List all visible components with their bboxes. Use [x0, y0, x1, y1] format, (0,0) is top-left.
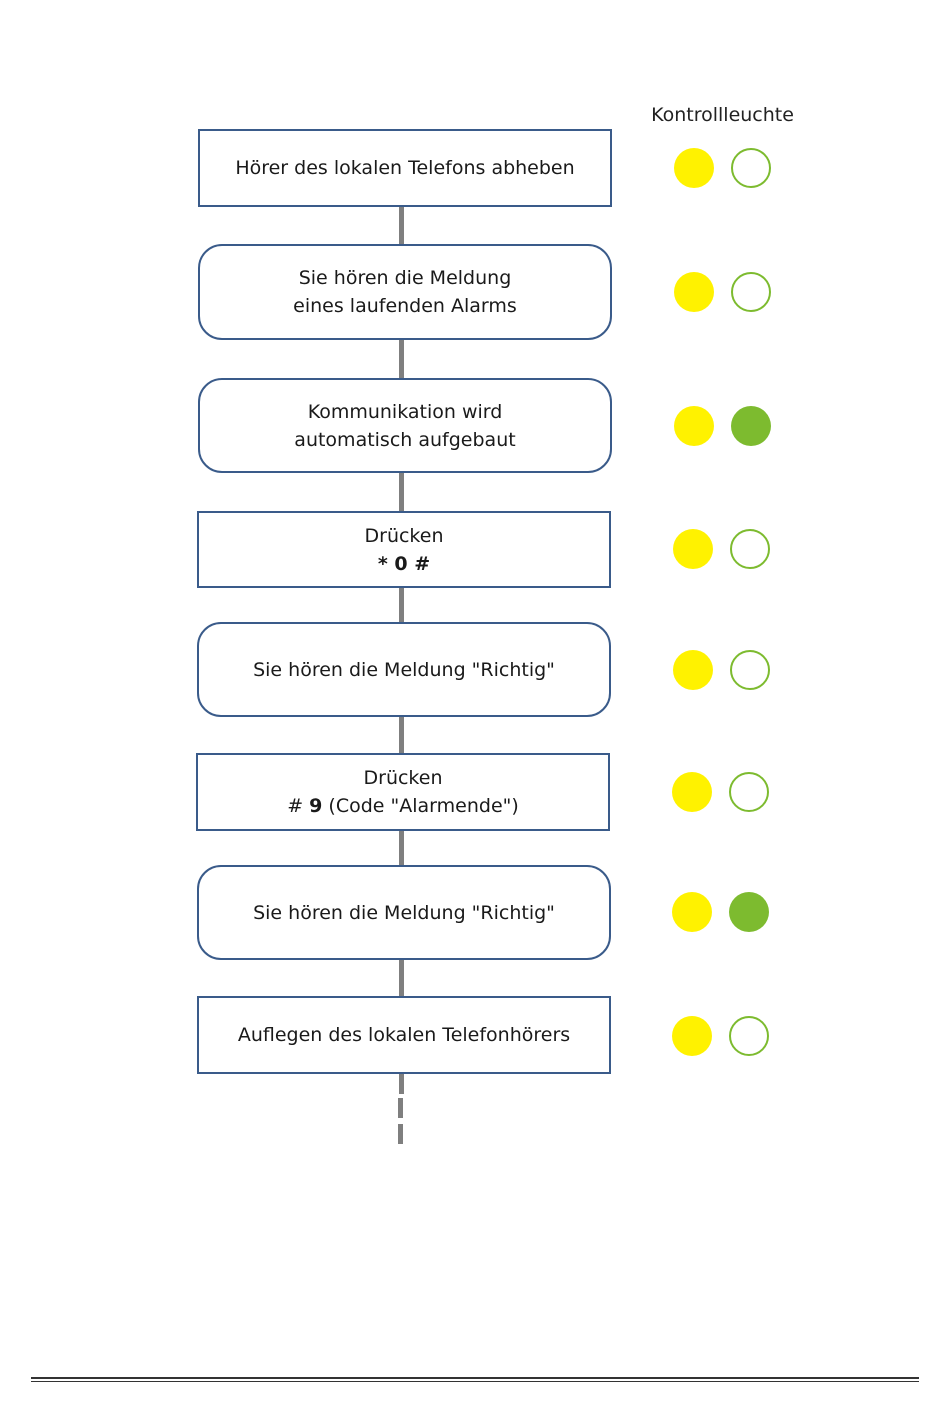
step-2-yellow-light [674, 272, 714, 312]
step-6-box: Drücken # 9 (Code "Alarmende") [196, 753, 610, 831]
step-4-green-light [730, 529, 770, 569]
connector-dash-1 [398, 1098, 403, 1118]
step-4-yellow-light [673, 529, 713, 569]
connector-dash-2 [398, 1124, 403, 1144]
footer-rule-top [31, 1377, 919, 1379]
step-6-line1: Drücken [364, 764, 443, 792]
step-7-green-light [729, 892, 769, 932]
step-2-line1: Sie hören die Meldung [299, 264, 512, 292]
step-5-text: Sie hören die Meldung "Richtig" [253, 656, 555, 684]
step-6-prefix: # [287, 795, 309, 817]
step-1-green-light [731, 148, 771, 188]
step-2-line2: eines laufenden Alarms [293, 292, 517, 320]
step-8-box: Auflegen des lokalen Telefonhörers [197, 996, 611, 1074]
step-8-text: Auflegen des lokalen Telefonhörers [238, 1021, 570, 1049]
step-1-box: Hörer des lokalen Telefons abheben [198, 129, 612, 207]
step-6-suffix: (Code "Alarmende") [322, 795, 518, 817]
step-6-yellow-light [672, 772, 712, 812]
step-5-green-light [730, 650, 770, 690]
connector-8 [399, 1073, 404, 1094]
step-4-code: * 0 # [378, 550, 430, 578]
step-6-code: 9 [309, 795, 322, 817]
step-6-green-light [729, 772, 769, 812]
step-3-green-light [731, 406, 771, 446]
step-6-line2: # 9 (Code "Alarmende") [287, 792, 519, 820]
step-3-yellow-light [674, 406, 714, 446]
step-3-line1: Kommunikation wird [308, 398, 503, 426]
connector-2 [399, 339, 404, 379]
connector-1 [399, 207, 404, 245]
connector-5 [399, 716, 404, 754]
connector-6 [399, 830, 404, 866]
step-2-box: Sie hören die Meldung eines laufenden Al… [198, 244, 612, 340]
connector-4 [399, 587, 404, 623]
footer-rule-bottom [31, 1381, 919, 1382]
step-5-box: Sie hören die Meldung "Richtig" [197, 622, 611, 717]
connector-7 [399, 959, 404, 997]
step-7-yellow-light [672, 892, 712, 932]
step-8-green-light [729, 1016, 769, 1056]
step-4-line1: Drücken [365, 522, 444, 550]
legend-title: Kontrollleuchte [640, 104, 805, 126]
step-1-text: Hörer des lokalen Telefons abheben [235, 154, 574, 182]
step-2-green-light [731, 272, 771, 312]
step-3-box: Kommunikation wird automatisch aufgebaut [198, 378, 612, 473]
connector-3 [399, 472, 404, 512]
step-5-yellow-light [673, 650, 713, 690]
step-4-box: Drücken * 0 # [197, 511, 611, 588]
step-7-box: Sie hören die Meldung "Richtig" [197, 865, 611, 960]
step-8-yellow-light [672, 1016, 712, 1056]
step-3-line2: automatisch aufgebaut [294, 426, 515, 454]
step-7-text: Sie hören die Meldung "Richtig" [253, 899, 555, 927]
step-1-yellow-light [674, 148, 714, 188]
